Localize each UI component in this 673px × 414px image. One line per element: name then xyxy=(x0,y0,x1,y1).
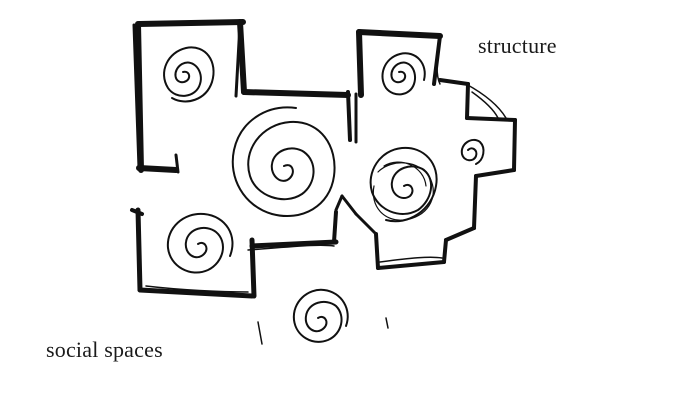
spiral-right-small xyxy=(460,138,485,165)
spiral-center xyxy=(231,106,336,217)
label-social-spaces: social spaces xyxy=(46,337,163,362)
spiral-top-right-room xyxy=(381,52,426,96)
sketch-accents xyxy=(145,39,507,345)
spiral-right-center xyxy=(369,146,438,223)
spiral-right-center-overlay xyxy=(372,161,434,221)
spiral-bottom-center xyxy=(292,288,349,343)
spiral-lower-left xyxy=(166,212,234,274)
spiral-top-left xyxy=(163,46,215,103)
social-space-spirals xyxy=(163,46,485,343)
label-structure: structure xyxy=(478,33,557,58)
